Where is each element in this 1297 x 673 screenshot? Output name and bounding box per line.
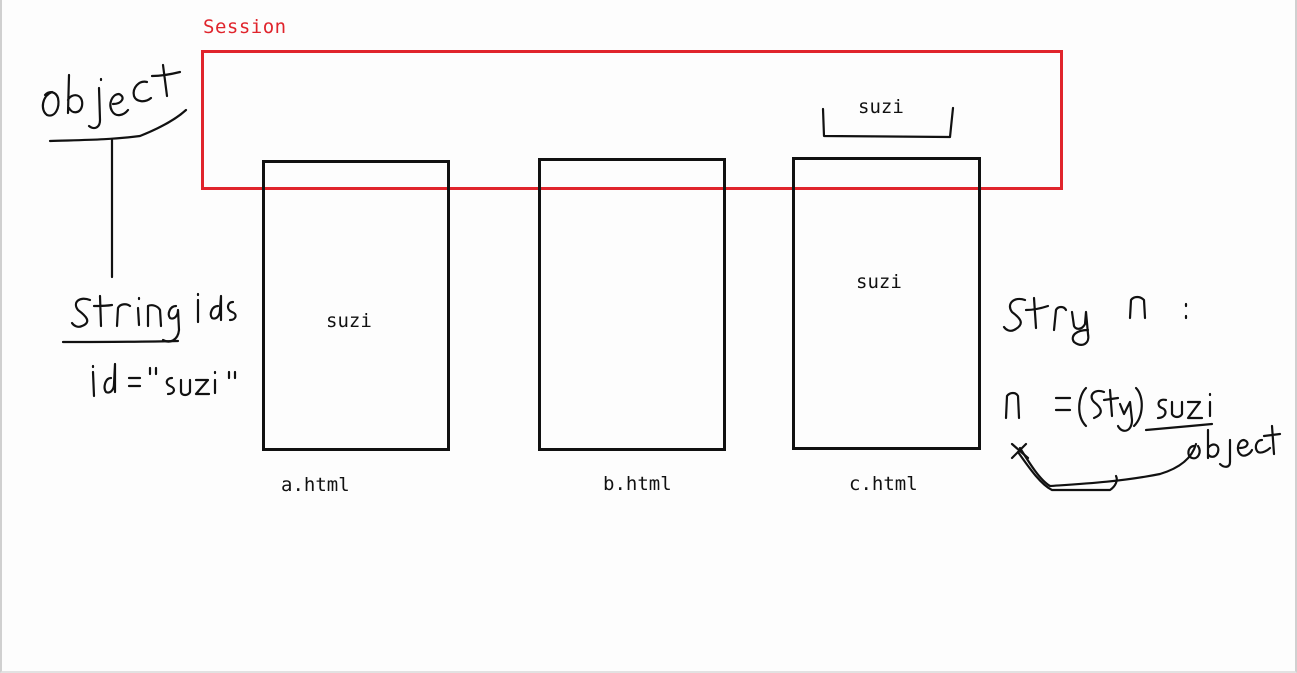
- page-a-box: [262, 160, 450, 451]
- session-item-value: suzi: [858, 96, 904, 118]
- session-box: [201, 50, 1063, 190]
- page-c-filename: c.html: [849, 473, 918, 495]
- page-b-box: [538, 158, 726, 451]
- page-a-value: suzi: [326, 310, 372, 332]
- page-c-value: suzi: [856, 271, 902, 293]
- page-a-filename: a.html: [281, 474, 350, 496]
- page-c-box: [792, 157, 981, 450]
- session-label: Session: [203, 16, 287, 38]
- page-b-filename: b.html: [603, 473, 672, 495]
